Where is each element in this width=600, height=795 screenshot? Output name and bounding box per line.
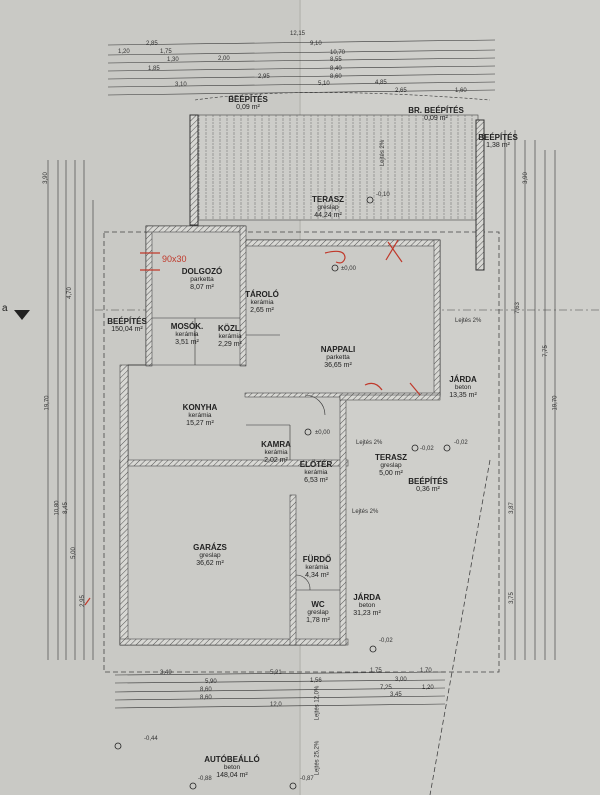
plot-boundary <box>103 231 500 795</box>
dimension-label: 4,85 <box>375 80 387 86</box>
dimension-label: 4,70 <box>66 287 73 299</box>
dimension-label: 3,10 <box>175 82 187 88</box>
dimension-label: 3,00 <box>395 677 407 683</box>
dimension-label: 1,30 <box>167 57 179 63</box>
dimension-label: 9,10 <box>310 41 322 47</box>
dimension-label: 10,70 <box>330 50 346 56</box>
dimension-label: 8,60 <box>200 687 212 693</box>
right-dimension-lines <box>504 130 556 660</box>
top-dimension-lines <box>107 39 496 101</box>
dimension-label: 5,10 <box>318 81 330 87</box>
dimension-label: 2,95 <box>79 595 86 607</box>
level-label: -0,02 <box>379 638 393 644</box>
dimension-label: 8,40 <box>330 66 342 72</box>
dimension-label: 1,56 <box>310 678 322 684</box>
left-dimension-lines <box>47 160 94 660</box>
level-label: -0,88 <box>198 776 212 782</box>
dimension-label: 1,75 <box>160 49 172 55</box>
dimension-label: 10,80 <box>54 500 61 516</box>
level-markers <box>114 196 451 790</box>
dimension-label: 8,45 <box>62 502 69 514</box>
dimension-label: 3,75 <box>508 592 515 604</box>
interior-partitions <box>128 317 340 591</box>
walls <box>119 225 441 646</box>
level-label: ±0,00 <box>315 430 330 436</box>
handwritten-note: 90x30 <box>162 254 187 264</box>
section-marker-label: a <box>2 303 8 314</box>
dimension-label: 1,85 <box>148 66 160 72</box>
level-label: -0,02 <box>454 440 468 446</box>
dimension-label: 19,70 <box>44 395 51 411</box>
slope-label: Lejtés 25,2% <box>314 740 321 776</box>
dimension-label: 3,90 <box>42 172 49 184</box>
dimension-label: 2,65 <box>395 88 407 94</box>
level-label: -0,10 <box>376 192 390 198</box>
red-annotations <box>84 239 421 606</box>
level-label: -0,44 <box>144 736 158 742</box>
bottom-dimension-lines <box>114 671 446 709</box>
dimension-label: 3,90 <box>522 172 529 184</box>
dimension-label: 12,0 <box>270 702 282 708</box>
dimension-label: 8,60 <box>200 695 212 701</box>
dimension-label: 1,70 <box>420 668 432 674</box>
section-marker-icon <box>14 310 30 320</box>
dimension-label: 1,75 <box>370 668 382 674</box>
dimension-label: 7,25 <box>380 685 392 691</box>
dimension-label: 1,20 <box>118 49 130 55</box>
dimension-label: 5,00 <box>70 547 77 559</box>
dimension-label: 8,60 <box>330 74 342 80</box>
slope-label: Lejtés 2% <box>455 318 482 324</box>
dimension-label: 8,55 <box>330 57 342 63</box>
dimension-label: 12,15 <box>290 31 306 37</box>
dimension-label: 3,87 <box>508 502 515 514</box>
level-label: ±0,00 <box>341 266 356 272</box>
level-label: -0,02 <box>420 446 434 452</box>
dimension-label: 19,70 <box>552 395 559 411</box>
slope-label: Lejtés 2% <box>380 139 387 167</box>
dimension-label: 3,45 <box>390 692 402 698</box>
dimension-label: 3,40 <box>160 670 172 676</box>
dimension-label: 1,60 <box>455 88 467 94</box>
dimension-label: 2,00 <box>218 56 230 62</box>
dimension-label: 7,75 <box>542 345 549 357</box>
slope-label: Lejtés 2% <box>352 509 379 515</box>
dimension-label: 5,90 <box>205 679 217 685</box>
dimension-label: 7,63 <box>514 302 521 314</box>
dimension-label: 5,21 <box>270 670 282 676</box>
slope-label: Lejtés 12,0% <box>314 685 321 721</box>
slope-label: Lejtés 2% <box>356 440 383 446</box>
dimension-label: 2,95 <box>258 74 270 80</box>
dimension-label: 2,85 <box>146 41 158 47</box>
level-label: -0,87 <box>300 776 314 782</box>
dimension-label: 1,20 <box>422 685 434 691</box>
